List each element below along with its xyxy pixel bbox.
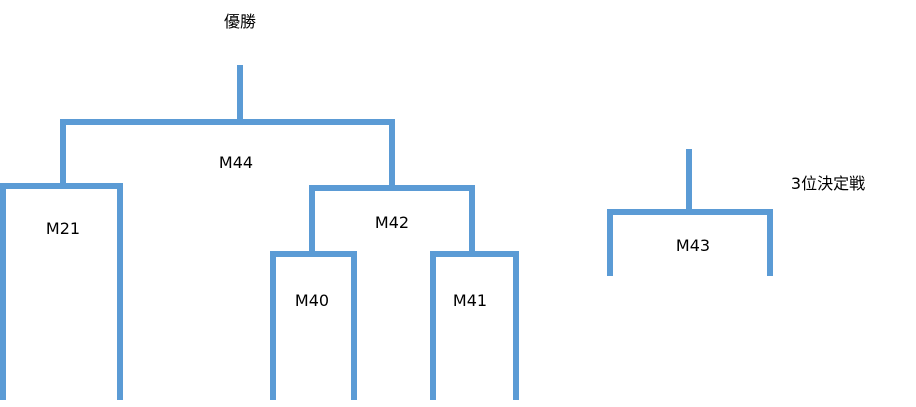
m21-bracket — [0, 183, 123, 400]
third-place-bracket — [607, 149, 773, 276]
m43-bracket — [607, 209, 773, 276]
m43-label: M43 — [676, 236, 710, 255]
m41-bracket — [430, 251, 519, 400]
m44-bracket — [60, 119, 395, 186]
m40-label: M40 — [295, 291, 329, 310]
m42-label: M42 — [375, 213, 409, 232]
m44-label: M44 — [219, 153, 253, 172]
champion-label: 優勝 — [224, 12, 256, 31]
m41-label: M41 — [453, 291, 487, 310]
m21-label: M21 — [46, 219, 80, 238]
m40-bracket — [270, 251, 357, 400]
third-place-label: 3位決定戦 — [791, 174, 865, 193]
m42-bracket — [309, 185, 475, 253]
final-match-bracket — [60, 65, 395, 186]
